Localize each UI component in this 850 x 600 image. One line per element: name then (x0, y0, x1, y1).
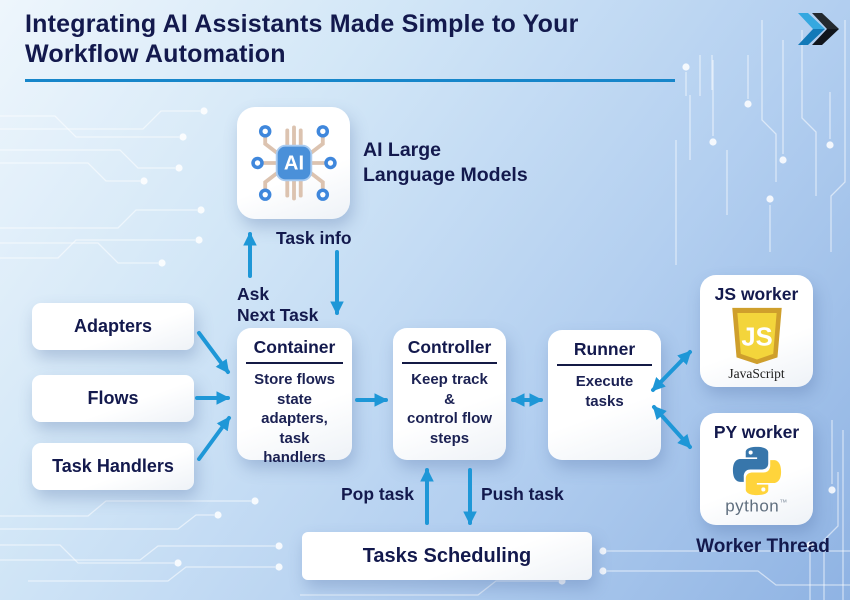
python-logo-icon (732, 446, 781, 496)
tasks-scheduling-label: Tasks Scheduling (362, 544, 532, 567)
container-box: Container Store flows state adapters, ta… (237, 328, 352, 466)
brand-logo-icon (798, 13, 839, 45)
tasks-scheduling-box: Tasks Scheduling (302, 532, 592, 580)
controller-title: Controller (407, 337, 492, 357)
arrow-adapters-to-container (197, 331, 230, 374)
javascript-wordmark: JavaScript (728, 366, 785, 381)
arrow-task-handlers-to-container (197, 416, 231, 461)
title-divider (557, 364, 652, 366)
ai-llm-card: AI (237, 107, 350, 219)
py-worker-box: PY worker python™ (700, 413, 813, 525)
js-logo-text: JS (741, 323, 772, 351)
js-worker-title: JS worker (714, 284, 799, 304)
input-label-adapters: Adapters (73, 316, 153, 336)
input-box-adapters: Adapters (32, 303, 194, 350)
ai-chip-text: AI (283, 153, 303, 175)
runner-box: Runner Execute tasks (548, 330, 661, 460)
edge-label-pop-task: Pop task (341, 484, 414, 504)
container-body: Store flows state adapters, task handler… (254, 371, 335, 466)
controller-body: Keep track & control flow steps (407, 371, 492, 447)
python-trademark: ™ (779, 498, 788, 507)
title-divider (402, 362, 497, 364)
js-worker-box: JS worker JS JavaScript (700, 275, 813, 387)
container-title: Container (253, 337, 336, 357)
ai-chip-icon: AI (250, 125, 337, 201)
input-box-task-handlers: Task Handlers (32, 443, 194, 490)
input-label-flows: Flows (87, 388, 139, 408)
edge-label-push-task: Push task (481, 484, 564, 504)
input-label-task-handlers: Task Handlers (52, 456, 174, 476)
javascript-logo-icon: JS (731, 307, 782, 365)
input-box-flows: Flows (32, 375, 194, 422)
runner-title: Runner (573, 339, 636, 359)
python-wordmark: python™ (725, 496, 788, 516)
edge-label-ask-next-task: Ask Next Task (237, 284, 319, 325)
edge-label-task-info: Task info (276, 228, 352, 248)
controller-box: Controller Keep track & control flow ste… (393, 328, 506, 460)
title-underline (25, 79, 675, 82)
python-wordmark-text: python (725, 496, 780, 516)
page-title: Integrating AI Assistants Made Simple to… (25, 10, 579, 68)
title-divider (246, 362, 343, 364)
ai-llm-label: AI Large Language Models (363, 139, 528, 186)
runner-body: Execute tasks (575, 373, 634, 410)
worker-thread-label: Worker Thread (696, 536, 830, 557)
py-worker-title: PY worker (713, 422, 800, 442)
